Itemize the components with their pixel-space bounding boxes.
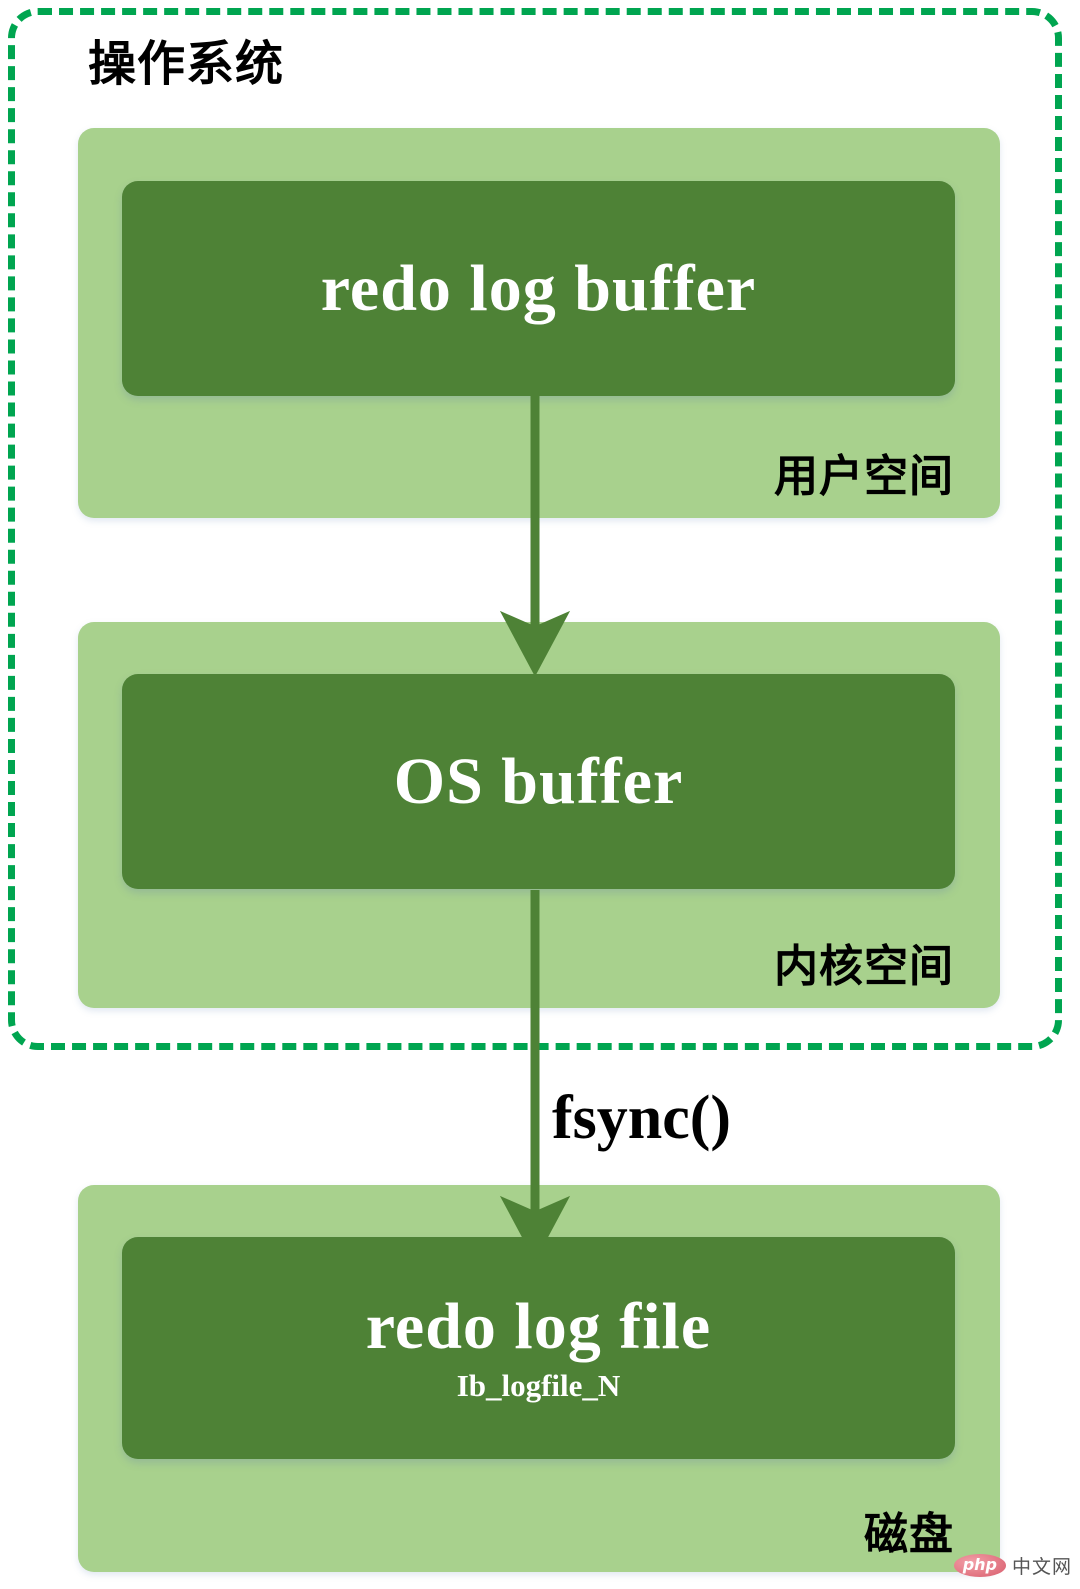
label-kernel-space: 内核空间: [774, 941, 954, 992]
label-disk: 磁盘: [864, 1509, 954, 1560]
box-os-buffer-title: OS buffer: [393, 744, 684, 818]
box-redo-log-buffer-title: redo log buffer: [320, 251, 757, 325]
panel-kernel-space: OS buffer 内核空间: [78, 622, 1000, 1008]
box-redo-log-file: redo log file Ib_logfile_N: [122, 1237, 955, 1459]
box-redo-log-file-subtitle: Ib_logfile_N: [456, 1367, 621, 1403]
box-redo-log-file-title: redo log file: [365, 1290, 712, 1364]
watermark-text: 中文网: [1011, 1556, 1072, 1578]
watermark-php-badge: php: [953, 1554, 1006, 1577]
panel-user-space: redo log buffer 用户空间: [78, 128, 1000, 518]
box-os-buffer: OS buffer: [122, 674, 955, 889]
watermark: php 中文网: [953, 1552, 1072, 1579]
fsync-label: fsync(): [552, 1084, 732, 1152]
label-user-space: 用户空间: [774, 451, 954, 502]
os-title-label: 操作系统: [88, 36, 285, 92]
panel-disk: redo log file Ib_logfile_N 磁盘: [78, 1185, 1000, 1572]
box-redo-log-buffer: redo log buffer: [122, 181, 955, 396]
